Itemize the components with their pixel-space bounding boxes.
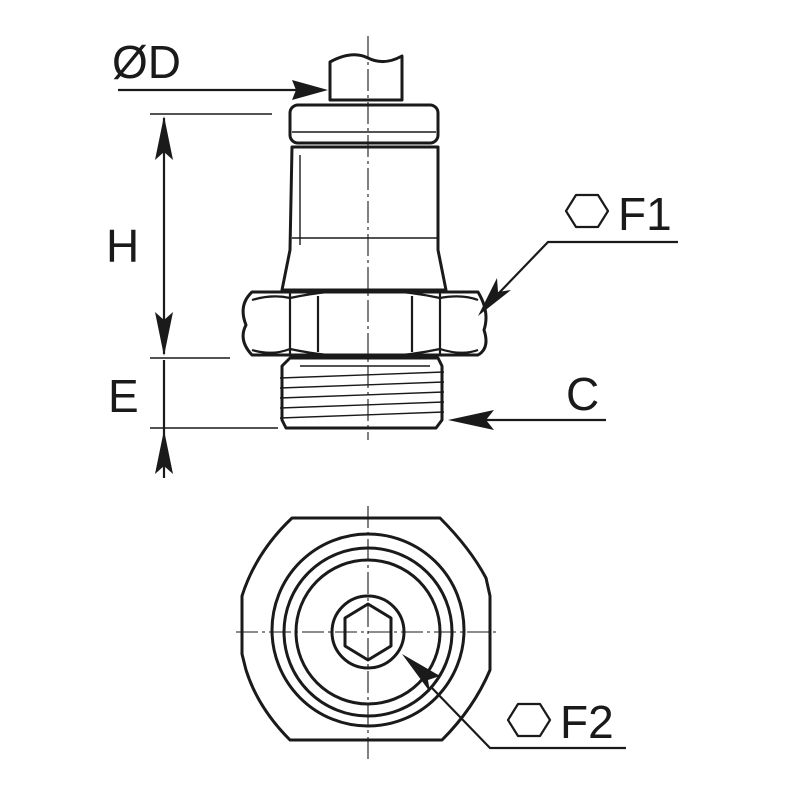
top-view: F2 bbox=[236, 506, 626, 760]
hex-nut bbox=[241, 288, 488, 359]
thread-length-label: E bbox=[108, 370, 139, 422]
height-label: H bbox=[106, 220, 139, 272]
side-view: ØD H E C F1 bbox=[106, 36, 678, 478]
diameter-label: ØD bbox=[112, 36, 181, 88]
diameter-dimension: ØD bbox=[112, 36, 328, 100]
height-dimension: H bbox=[106, 113, 272, 359]
hex-outer-icon bbox=[564, 193, 610, 229]
thread-length-dimension: E bbox=[108, 360, 278, 478]
thread-leader: C bbox=[448, 368, 606, 430]
male-thread bbox=[279, 356, 445, 430]
hex-outer-leader: F1 bbox=[478, 188, 678, 316]
collet-ring bbox=[288, 103, 440, 145]
fitting-body bbox=[280, 145, 448, 292]
thread-label: C bbox=[566, 368, 599, 420]
tube-stub bbox=[328, 53, 404, 102]
hex-inner-label: F2 bbox=[560, 696, 614, 748]
hex-inner-icon bbox=[506, 702, 552, 738]
hex-outer-label: F1 bbox=[618, 188, 672, 240]
hex-inner-leader: F2 bbox=[402, 654, 626, 750]
